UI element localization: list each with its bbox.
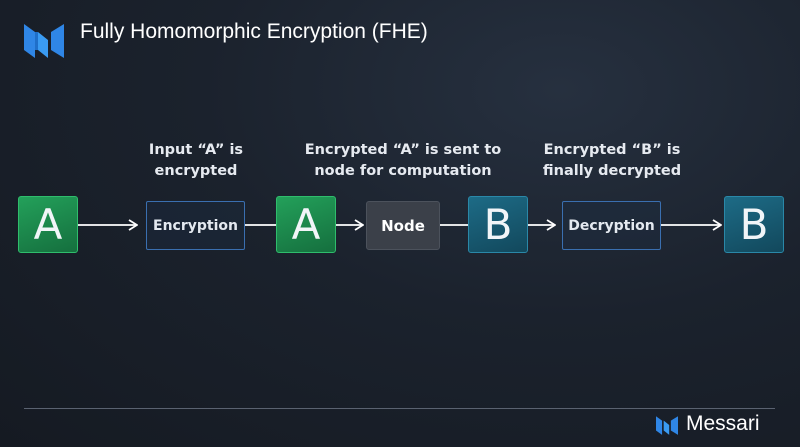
encrypted-b-box: B [468,196,528,253]
messari-logo-icon [656,416,678,435]
caption-sent-to-node: Encrypted “A” is sent to node for comput… [293,140,513,182]
caption-line: Input “A” is [148,142,244,158]
encrypted-a-box: A [276,196,336,253]
messari-logo-icon [24,24,64,58]
node-box: Node [366,201,440,250]
caption-line: Encrypted “B” is [543,142,681,158]
caption-line: Encrypted “A” is sent to [304,142,502,158]
page-title: Fully Homomorphic Encryption (FHE) [80,20,428,43]
output-b-box: B [724,196,784,253]
caption-finally-decrypted: Encrypted “B” is finally decrypted [502,140,722,182]
caption-line: encrypted [154,163,238,179]
decryption-box: Decryption [562,201,661,250]
footer-divider [24,408,775,409]
caption-input-encrypted: Input “A” is encrypted [86,140,306,182]
caption-line: finally decrypted [542,163,682,179]
brand-name: Messari [686,412,760,435]
footer-brand: Messari [654,412,784,438]
caption-line: node for computation [314,163,492,179]
input-a-box: A [18,196,78,253]
encryption-box: Encryption [146,201,245,250]
